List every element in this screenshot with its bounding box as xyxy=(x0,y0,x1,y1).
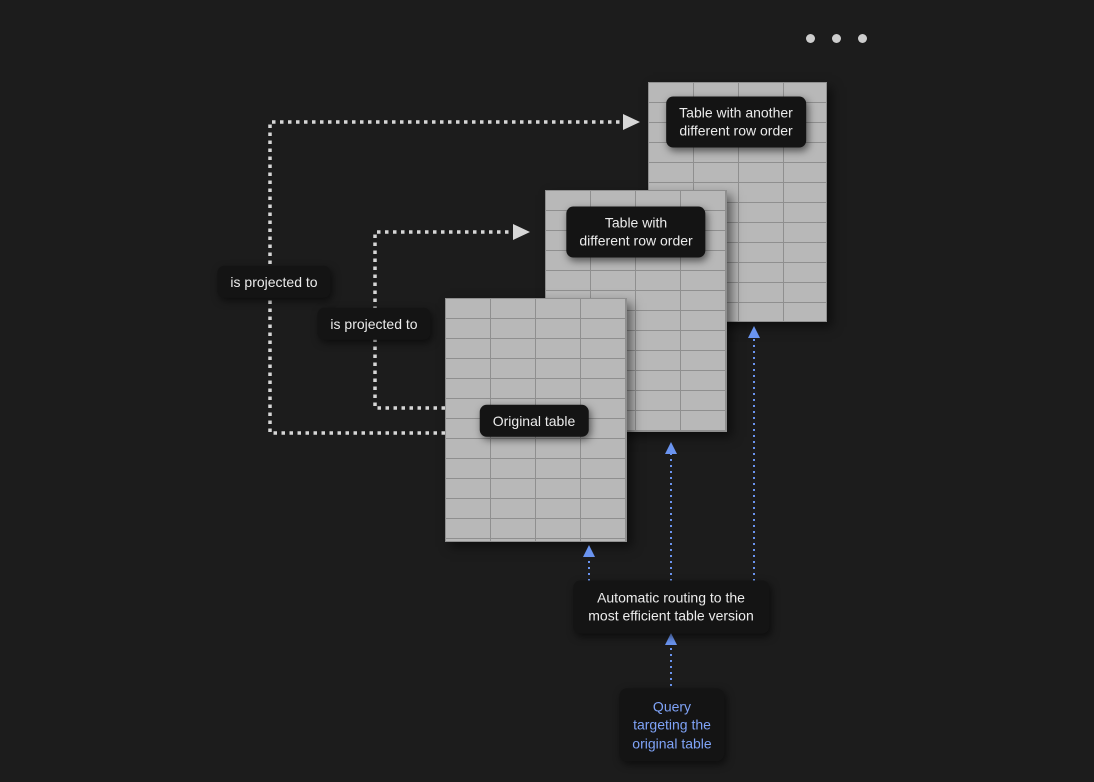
arrowhead-routing-to-original-icon xyxy=(583,545,595,557)
arrowhead-query-to-routing-icon xyxy=(665,633,677,645)
label-table-original: Original table xyxy=(479,404,589,438)
ellipsis-icon xyxy=(806,34,867,43)
label-query-node: Query targeting the original table xyxy=(619,688,725,762)
label-table-different-row-order: Table with different row order xyxy=(566,206,706,258)
dot-icon xyxy=(832,34,841,43)
dot-icon xyxy=(806,34,815,43)
arrowhead-projected-mid-icon xyxy=(513,224,530,240)
arrowhead-routing-to-top-icon xyxy=(748,326,760,338)
arrowhead-projected-top-icon xyxy=(623,114,640,130)
dot-icon xyxy=(858,34,867,43)
edge-label-projected-top: is projected to xyxy=(217,265,331,299)
arrowhead-routing-to-mid-icon xyxy=(665,442,677,454)
edge-label-projected-mid: is projected to xyxy=(317,307,431,341)
label-table-another-row-order: Table with another different row order xyxy=(666,96,806,148)
label-automatic-routing: Automatic routing to the most efficient … xyxy=(573,580,769,634)
